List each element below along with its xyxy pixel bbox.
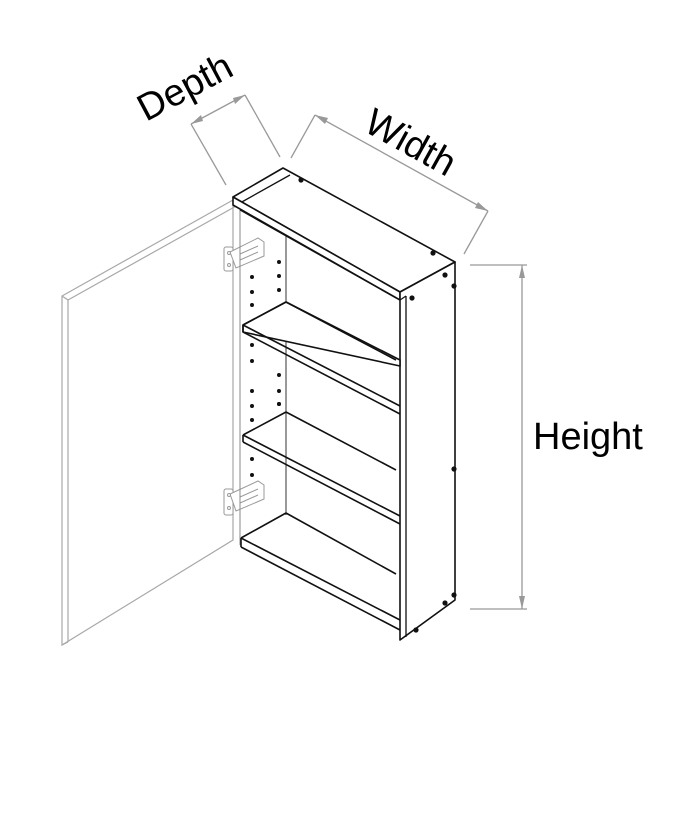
height-label: Height xyxy=(533,416,643,458)
depth-dimension xyxy=(190,94,281,186)
width-label: Width xyxy=(358,101,463,185)
dimension-lines xyxy=(190,94,527,610)
height-dimension xyxy=(470,264,527,610)
shelf-1 xyxy=(242,301,401,415)
right-side-panel xyxy=(399,261,456,641)
hinge-top xyxy=(223,237,265,272)
screw-holes xyxy=(298,177,457,633)
depth-label: Depth xyxy=(131,45,240,130)
cabinet-door xyxy=(61,198,239,647)
width-dimension xyxy=(290,114,489,255)
shelf-2 xyxy=(242,411,401,525)
bottom-panel xyxy=(240,512,401,631)
cabinet-body xyxy=(232,167,456,641)
hinge-bottom xyxy=(223,480,265,516)
shelf-pin-holes xyxy=(250,260,281,477)
top-panel xyxy=(232,167,456,293)
